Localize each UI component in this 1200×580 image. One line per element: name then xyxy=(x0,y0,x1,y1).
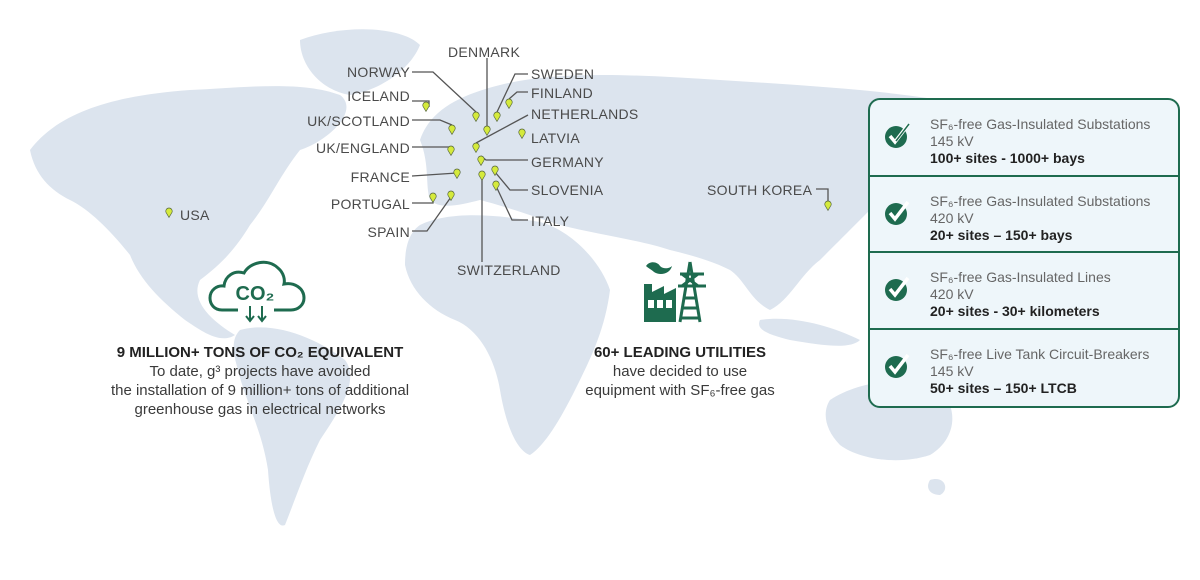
pin-sweden xyxy=(493,111,501,122)
pin-denmark xyxy=(483,125,491,136)
label-iceland: ICELAND xyxy=(347,88,410,104)
label-spain: SPAIN xyxy=(367,224,410,240)
label-france: FRANCE xyxy=(350,169,410,185)
pin-iceland xyxy=(422,101,430,112)
label-norway: NORWAY xyxy=(347,64,410,80)
pin-france xyxy=(453,168,461,179)
product-row: SF₆-free Gas-Insulated Substations 145 k… xyxy=(870,100,1178,177)
product-voltage: 420 kV xyxy=(930,209,974,226)
continent-south-america xyxy=(233,327,351,526)
product-title: SF₆-free Live Tank Circuit-Breakers xyxy=(930,345,1150,362)
utilities-line-1: have decided to use xyxy=(612,363,748,380)
product-voltage: 145 kV xyxy=(930,133,974,149)
pin-slovenia xyxy=(491,165,499,176)
product-stats: 50+ sites – 150+ LTCB xyxy=(930,379,1077,396)
product-stats: 20+ sites – 150+ bays xyxy=(930,226,1073,243)
label-sweden: SWEDEN xyxy=(531,66,595,82)
pin-south-korea xyxy=(824,200,832,211)
product-title: SF₆-free Gas-Insulated Substations xyxy=(930,192,1151,209)
utilities-line-2: equipment with SF₆-free gas xyxy=(585,382,775,399)
continent-greenland xyxy=(300,29,420,95)
co2-icon-text: CO₂ xyxy=(236,283,275,305)
pin-switzerland xyxy=(478,170,486,181)
pin-latvia xyxy=(518,128,526,139)
pin-germany xyxy=(477,155,485,166)
pin-usa xyxy=(165,207,173,218)
pin-netherlands xyxy=(472,142,480,153)
label-usa: USA xyxy=(180,207,210,223)
label-netherlands: NETHERLANDS xyxy=(531,106,639,122)
utilities-headline: 60+ LEADING UTILITIES xyxy=(593,344,767,361)
label-uk-scotland: UK/SCOTLAND xyxy=(307,113,410,129)
continent-southeast-asia xyxy=(759,318,860,346)
product-title: SF₆-free Gas-Insulated Lines xyxy=(930,269,1111,285)
sf6-product-card: SF₆-free Gas-Insulated Substations 145 k… xyxy=(868,98,1180,408)
product-row: SF₆-free Live Tank Circuit-Breakers 145 … xyxy=(870,330,1178,407)
continent-africa xyxy=(405,215,610,455)
continent-north-america xyxy=(30,86,347,339)
product-stats: 20+ sites - 30+ kilometers xyxy=(930,303,1100,319)
product-voltage: 420 kV xyxy=(930,286,974,302)
co2-line-3: greenhouse gas in electrical networks xyxy=(134,401,386,418)
pin-spain xyxy=(447,190,455,201)
label-switzerland: SWITZERLAND xyxy=(457,262,561,278)
label-portugal: PORTUGAL xyxy=(330,196,410,212)
label-italy: ITALY xyxy=(531,213,570,229)
label-denmark: DENMARK xyxy=(448,44,521,60)
label-germany: GERMANY xyxy=(531,154,604,170)
co2-stat: 9 MILLION+ TONS OF CO₂ EQUIVALENT To dat… xyxy=(60,343,460,419)
co2-headline: 9 MILLION+ TONS OF CO₂ EQUIVALENT xyxy=(116,344,404,361)
product-stats: 100+ sites - 1000+ bays xyxy=(930,150,1085,166)
factory-pylon-icon xyxy=(644,261,706,323)
check-circle-icon xyxy=(885,200,910,225)
label-uk-england: UK/ENGLAND xyxy=(315,140,410,156)
continent-eurasia xyxy=(420,75,998,310)
product-title: SF₆-free Gas-Insulated Substations xyxy=(930,116,1151,132)
pin-finland xyxy=(505,98,513,109)
pin-portugal xyxy=(429,192,437,203)
check-circle-icon xyxy=(885,353,910,378)
label-latvia: LATVIA xyxy=(531,130,581,146)
label-finland: FINLAND xyxy=(531,85,593,101)
co2-cloud-icon: CO₂ xyxy=(208,260,306,323)
co2-line-2: the installation of 9 million+ tons of a… xyxy=(110,382,410,399)
pin-norway xyxy=(472,111,480,122)
pin-uk-scotland xyxy=(448,124,456,135)
product-row: SF₆-free Gas-Insulated Substations 420 k… xyxy=(870,177,1178,253)
co2-line-1: To date, g³ projects have avoided xyxy=(149,363,371,380)
pin-uk-england xyxy=(447,145,455,156)
label-slovenia: SLOVENIA xyxy=(531,182,604,198)
product-voltage: 145 kV xyxy=(930,362,974,379)
pin-italy xyxy=(492,180,500,191)
product-row: SF₆-free Gas-Insulated Lines 420 kV 20+ … xyxy=(870,253,1178,330)
utilities-stat: 60+ LEADING UTILITIES have decided to us… xyxy=(520,343,840,400)
check-circle-icon xyxy=(885,123,910,148)
label-south-korea: SOUTH KOREA xyxy=(707,182,813,198)
check-circle-icon xyxy=(885,276,910,301)
